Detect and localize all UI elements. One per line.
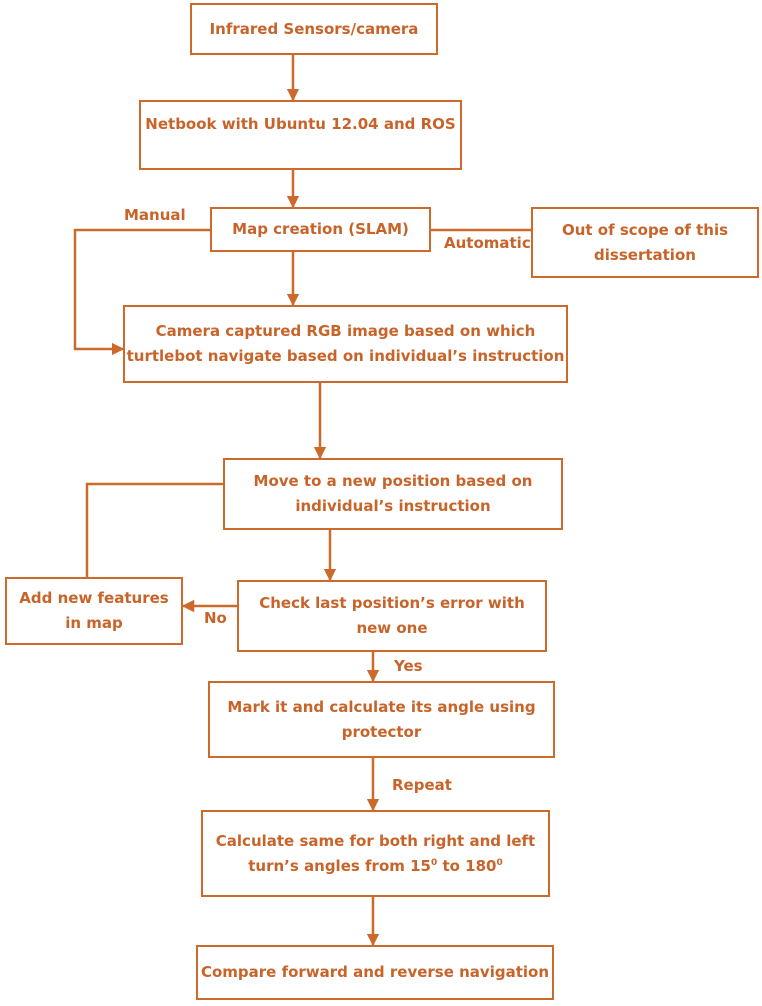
edge-label-repeat: Repeat bbox=[392, 776, 452, 794]
node-camera-rgb-line2: turtlebot navigate based on individual’s… bbox=[126, 347, 565, 365]
node-add-features: Add new features in map bbox=[5, 577, 183, 645]
node-calculate-angles-line1: Calculate same for both right and left bbox=[215, 831, 536, 850]
node-compare-navigation-text: Compare forward and reverse navigation bbox=[200, 963, 550, 981]
node-mark-angle: Mark it and calculate its angle using pr… bbox=[208, 681, 555, 758]
node-camera-rgb-line1: Camera captured RGB image based on which bbox=[155, 322, 536, 340]
node-out-of-scope: Out of scope of this dissertation bbox=[531, 207, 759, 278]
node-infrared-sensors-text: Infrared Sensors/camera bbox=[209, 19, 419, 38]
node-move-position-line1: Move to a new position based on bbox=[253, 472, 533, 490]
node-add-features-line1: Add new features bbox=[19, 589, 169, 607]
node-infrared-sensors: Infrared Sensors/camera bbox=[190, 3, 438, 55]
calc-line2-mid: to 180 bbox=[437, 856, 497, 875]
node-out-of-scope-line1: Out of scope of this bbox=[561, 220, 729, 239]
node-add-features-line2: in map bbox=[65, 614, 123, 632]
edge-label-manual: Manual bbox=[124, 206, 186, 224]
node-move-position: Move to a new position based on individu… bbox=[223, 458, 563, 530]
line-loop-add-to-move bbox=[85, 482, 223, 577]
node-check-error: Check last position’s error with new one bbox=[237, 580, 547, 652]
node-move-position-line2: individual’s instruction bbox=[295, 497, 491, 515]
node-check-error-line2: new one bbox=[356, 619, 428, 637]
calc-degree-sup-2: 0 bbox=[496, 857, 503, 868]
node-compare-navigation: Compare forward and reverse navigation bbox=[196, 945, 554, 1000]
node-map-creation-text: Map creation (SLAM) bbox=[232, 220, 409, 238]
node-map-creation: Map creation (SLAM) bbox=[210, 207, 431, 252]
node-camera-rgb: Camera captured RGB image based on which… bbox=[123, 305, 568, 383]
node-out-of-scope-line2: dissertation bbox=[594, 245, 696, 264]
edge-label-automatic: Automatic bbox=[444, 234, 531, 252]
node-calculate-angles: Calculate same for both right and left t… bbox=[201, 810, 550, 897]
node-netbook: Netbook with Ubuntu 12.04 and ROS bbox=[139, 100, 462, 170]
node-check-error-line1: Check last position’s error with bbox=[259, 594, 525, 612]
node-calculate-angles-line2: turn’s angles from 150 to 1800 bbox=[216, 854, 535, 879]
calc-line2-prefix: turn’s angles from 15 bbox=[248, 856, 431, 875]
node-mark-angle-line2: protector bbox=[341, 722, 422, 741]
node-netbook-text: Netbook with Ubuntu 12.04 and ROS bbox=[145, 115, 456, 133]
edge-label-no: No bbox=[204, 609, 227, 627]
calc-degree-sup-1: 0 bbox=[430, 857, 438, 868]
arrow-manual-path bbox=[73, 228, 210, 356]
edge-label-yes: Yes bbox=[394, 657, 423, 675]
node-mark-angle-line1: Mark it and calculate its angle using bbox=[227, 697, 536, 716]
